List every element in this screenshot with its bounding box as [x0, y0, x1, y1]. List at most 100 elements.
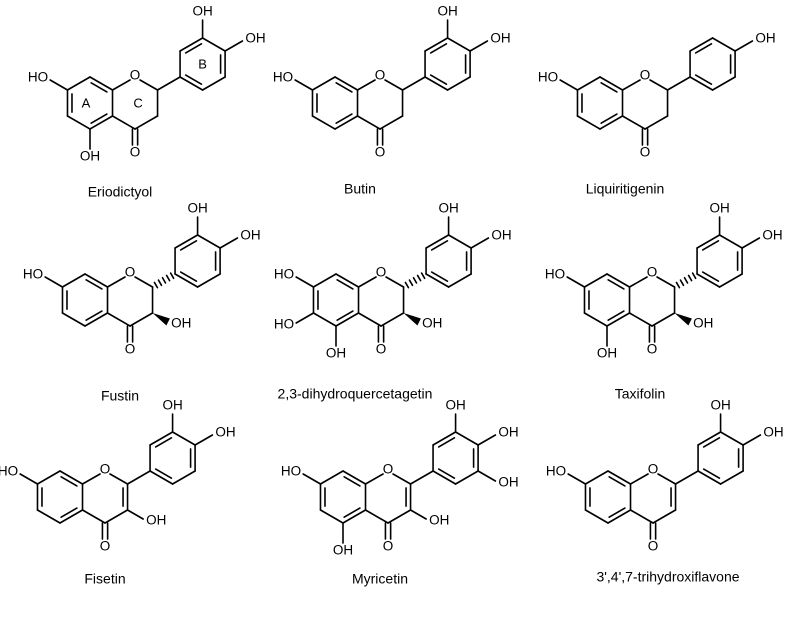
c-ring-bond — [134, 276, 154, 288]
compound-name: Butin — [344, 181, 376, 197]
b-ring-bond — [201, 76, 226, 91]
a-ring-bond-inner — [85, 279, 103, 290]
hashed-bond — [412, 276, 418, 284]
b-ring-bond-inner — [154, 468, 173, 479]
substituent-bond — [477, 434, 497, 446]
a-ring-bond — [311, 115, 336, 130]
hashed-bond — [161, 276, 167, 284]
oh-3prime-label: OH — [438, 201, 458, 216]
a-ring-bond — [335, 273, 360, 288]
substituent-bond — [741, 237, 761, 249]
c-ring-bond — [357, 276, 377, 288]
oh-3-label: OH — [422, 316, 442, 331]
c2-b-ring-bond — [674, 470, 699, 485]
a-ring-bond — [311, 76, 336, 91]
a-ring-bond — [576, 115, 601, 130]
b-ring-bond — [446, 37, 471, 52]
ring-c-label: C — [133, 95, 142, 110]
a-ring-bond — [61, 312, 86, 327]
substituent-bond — [302, 473, 322, 485]
oh-4prime-label: OH — [498, 425, 518, 440]
b-ring-bond-inner — [429, 74, 448, 85]
c-ring-bond — [356, 79, 376, 91]
a-ring-bond — [334, 76, 359, 91]
oh-3-label: OH — [429, 513, 449, 528]
a-ring-bond — [599, 76, 624, 91]
c-ring-bond — [651, 312, 676, 327]
a-ring-bond-inner — [85, 310, 103, 321]
oh-7-label: HO — [28, 70, 48, 85]
c-ring-bond — [629, 473, 649, 485]
a-ring-bond — [607, 509, 632, 524]
b-ring-bond — [149, 431, 174, 446]
a-ring-bond-inner — [608, 476, 626, 487]
substituent-bond — [734, 40, 754, 52]
carbonyl-oxygen-label: O — [383, 539, 394, 554]
b-ring-bond — [432, 431, 457, 446]
b-ring-bond-inner — [702, 437, 721, 448]
oh-7-label: HO — [274, 267, 294, 282]
c-ring-bond — [380, 312, 405, 327]
a-ring-bond — [89, 115, 114, 130]
oh-5-label: OH — [333, 543, 353, 558]
carbonyl-oxygen-label: O — [130, 145, 141, 160]
a-ring-bond — [61, 273, 86, 288]
b-ring-bond — [446, 76, 471, 91]
a-ring-bond-inner — [600, 113, 618, 124]
ring-oxygen-label: O — [375, 68, 386, 83]
b-ring-bond — [201, 37, 226, 52]
c-ring-bond — [629, 509, 654, 524]
ring-oxygen-label: O — [125, 265, 136, 280]
c-ring-bond — [81, 509, 106, 524]
a-ring-bond — [335, 312, 360, 327]
b-ring-bond — [719, 470, 744, 485]
substituent-bond — [294, 79, 314, 91]
b-ring-bond-inner — [429, 43, 448, 54]
substituent-bond — [477, 470, 497, 482]
substituent-bond — [224, 40, 244, 52]
a-ring-bond-inner — [336, 279, 354, 290]
hashed-bond — [169, 272, 175, 280]
c-ring-bond — [129, 312, 154, 327]
a-ring-bond — [59, 470, 84, 485]
b-ring-bond — [689, 37, 714, 52]
c-ring-bond — [387, 509, 412, 524]
b-ring-bond-inner — [701, 240, 720, 251]
c-ring-bond — [379, 115, 404, 130]
b-ring-bond-inner — [694, 74, 713, 85]
a-ring-bond — [319, 509, 344, 524]
a-ring-bond-inner — [343, 476, 361, 487]
a-ring-bond — [583, 312, 608, 327]
substituent-bond — [219, 237, 239, 249]
b-ring-bond — [696, 234, 721, 249]
a-ring-bond — [342, 470, 367, 485]
carbonyl-oxygen-label: O — [375, 145, 386, 160]
ring-oxygen-label: O — [648, 462, 659, 477]
b-ring-bond — [697, 431, 722, 446]
b-ring-bond — [424, 37, 449, 52]
a-ring-bond-inner — [335, 113, 353, 124]
c-ring-bond — [392, 473, 412, 485]
oh-7-label: HO — [0, 464, 18, 479]
a-ring-bond — [89, 76, 114, 91]
hashed-bond — [687, 274, 693, 282]
a-ring-bond — [84, 273, 109, 288]
substituent-bond — [295, 276, 315, 288]
carbonyl-oxygen-label: O — [648, 539, 659, 554]
oh-5-label: OH — [597, 346, 617, 361]
c-ring-bond — [106, 312, 131, 327]
wedge-bond — [152, 313, 170, 326]
a-ring-bond-inner — [60, 507, 78, 518]
c-ring-bond — [628, 312, 653, 327]
oh-4prime-label: OH — [763, 425, 783, 440]
hashed-bond — [691, 272, 697, 280]
substituent-bond — [742, 434, 762, 446]
c-ring-bond — [106, 276, 126, 288]
b-ring-bond-inner — [184, 43, 203, 54]
hashed-bond — [153, 281, 159, 289]
